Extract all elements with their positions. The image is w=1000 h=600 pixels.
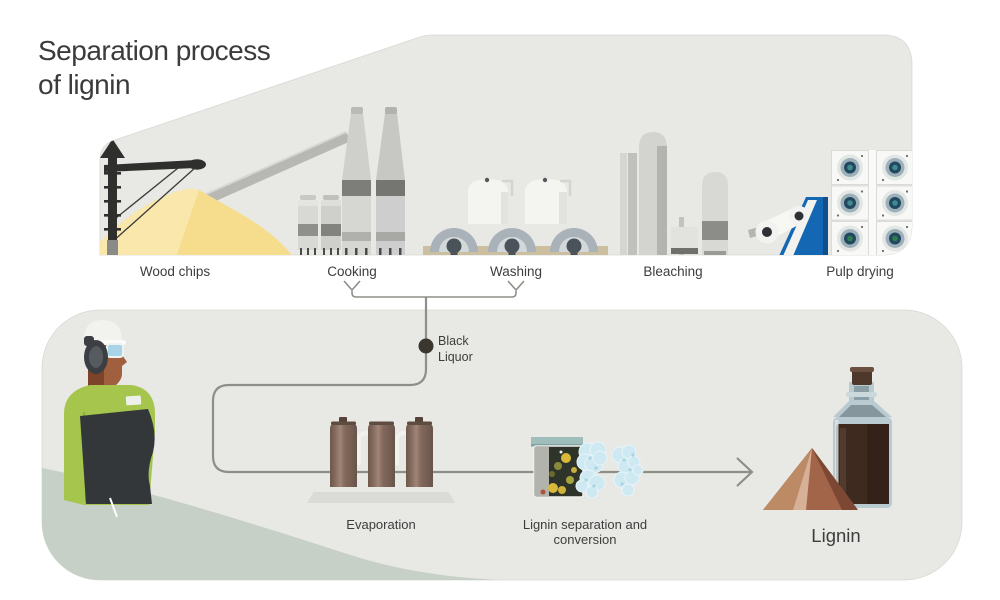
bracket-connector — [343, 280, 525, 298]
crane — [100, 139, 206, 255]
stage-label-bleaching: Bleaching — [643, 264, 703, 279]
washing-tanks — [468, 177, 572, 224]
safety-goggles — [106, 343, 124, 358]
page-title-line2: of lignin — [38, 69, 131, 100]
pulp-drying-illustration — [748, 150, 912, 255]
washing-illustration — [423, 177, 608, 255]
ground — [42, 468, 555, 580]
cooking-illustration — [298, 107, 405, 255]
stage-label-washing: Washing — [489, 264, 543, 279]
wood-chips-illustration — [100, 131, 351, 255]
worker-illustration — [64, 320, 155, 518]
worker-vest — [80, 409, 155, 504]
bleaching-illustration — [620, 132, 728, 255]
evaporation-label: Evaporation — [346, 517, 416, 532]
stage-label-cooking: Cooking — [327, 264, 377, 279]
separation-label-line2: conversion — [553, 532, 617, 547]
stage-label-pulp-drying: Pulp drying — [826, 264, 894, 279]
bottom-panel — [41, 309, 963, 581]
cooking-silos — [298, 195, 341, 255]
lignin-bottle — [833, 367, 892, 508]
black-liquor-label: Black Liquor — [438, 334, 473, 365]
page-title: Separation process of lignin — [38, 34, 271, 102]
separation-label: Lignin separation and conversion — [523, 517, 647, 547]
conveyor — [194, 131, 351, 208]
flow-arrow — [736, 457, 754, 487]
evaporator-tanks — [330, 417, 433, 487]
lignin-label: Lignin — [811, 525, 861, 546]
pipe-line — [211, 297, 754, 487]
foam-texture — [584, 453, 635, 488]
stage-label-wood-chips: Wood chips — [139, 264, 211, 279]
separation-label-line1: Lignin separation and — [522, 517, 648, 532]
black-liquor-line1: Black — [438, 334, 469, 348]
top-region — [99, 34, 913, 256]
black-liquor-dot — [418, 338, 434, 354]
washing-drums — [430, 228, 598, 255]
paper-machine — [748, 197, 828, 255]
evaporation-illustration — [307, 417, 455, 503]
vest-badge — [125, 395, 142, 406]
page-title-line1: Separation process — [38, 35, 271, 66]
dryer-fans — [831, 150, 912, 255]
lignin-pile — [763, 448, 858, 510]
separation-box-illustration — [531, 437, 584, 498]
cooking-towers — [342, 107, 405, 255]
black-liquor-line2: Liquor — [438, 349, 473, 364]
